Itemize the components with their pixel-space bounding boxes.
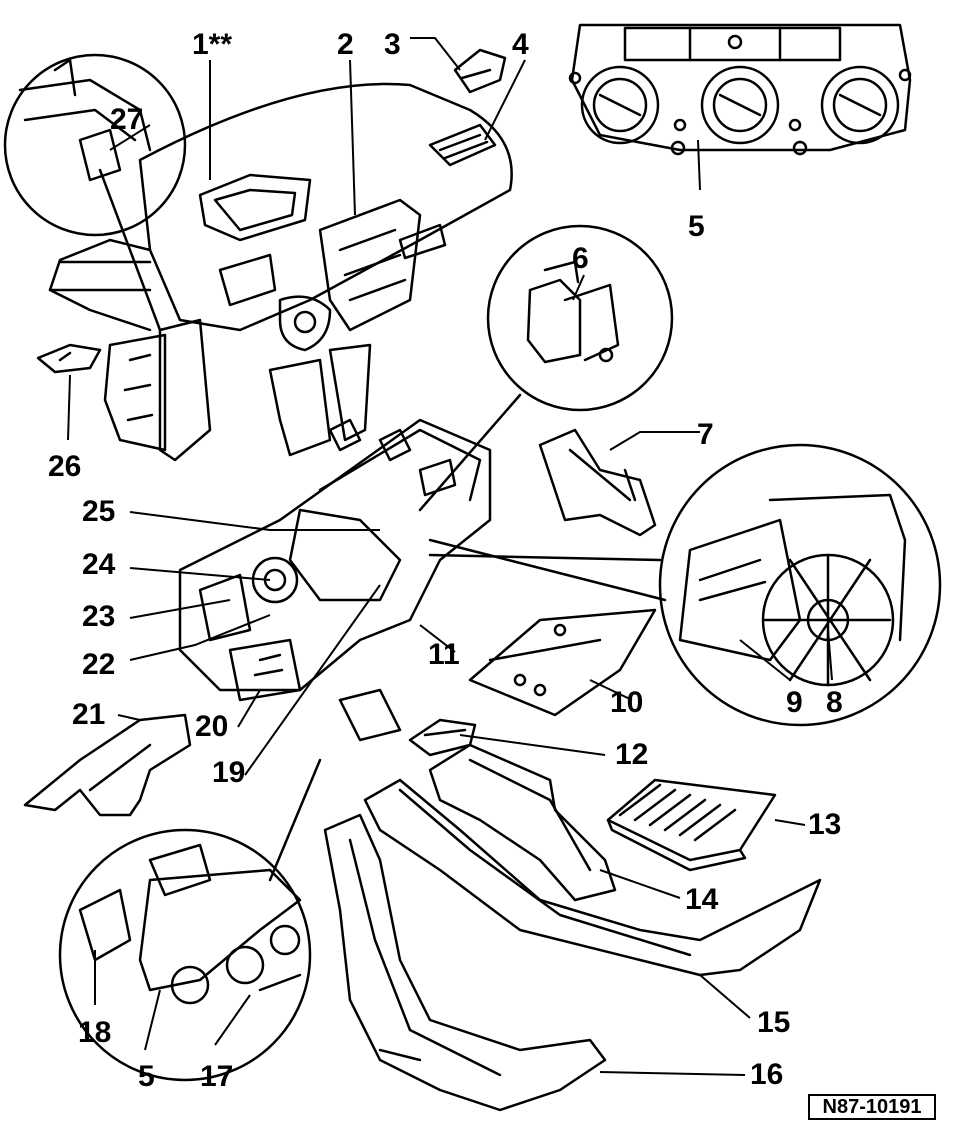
- callout-5-bottom: 5: [138, 1060, 155, 1093]
- climate-control-panel-top: [568, 23, 912, 156]
- callout-2: 2: [337, 28, 354, 61]
- callout-9: 9: [786, 686, 803, 719]
- part-12-drawing: [408, 718, 477, 757]
- callout-3: 3: [384, 28, 401, 61]
- part-7-duct: [538, 428, 657, 537]
- callout-6: 6: [572, 242, 589, 275]
- callout-19: 19: [212, 756, 246, 789]
- callout-10: 10: [610, 686, 644, 719]
- part-10-plate: [468, 608, 657, 717]
- callout-20: 20: [195, 710, 229, 743]
- part-3-drawing: [453, 48, 507, 94]
- detail-circle-27: [3, 53, 187, 332]
- detail-circle-6: [418, 224, 674, 512]
- part-14-duct: [428, 743, 617, 902]
- callout-26: 26: [48, 450, 82, 483]
- callout-5-top: 5: [688, 210, 705, 243]
- part-21-duct: [23, 713, 192, 817]
- callout-22: 22: [82, 648, 116, 681]
- callout-24: 24: [82, 548, 116, 581]
- leader-lines: [67, 37, 833, 1076]
- callout-15: 15: [757, 1006, 791, 1039]
- callout-7: 7: [697, 418, 714, 451]
- callout-4: 4: [512, 28, 529, 61]
- callout-14: 14: [685, 883, 719, 916]
- callout-8: 8: [826, 686, 843, 719]
- callout-13: 13: [808, 808, 842, 841]
- callout-17: 17: [200, 1060, 234, 1093]
- reference-code-label: N87-10191: [808, 1094, 936, 1120]
- callout-18: 18: [78, 1016, 112, 1049]
- detail-circle-blower: [428, 443, 942, 727]
- part-13-filter: [606, 778, 777, 872]
- callout-23: 23: [82, 600, 116, 633]
- part-15-duct: [363, 778, 822, 977]
- heater-unit-assembly: [178, 418, 492, 742]
- part-26-drawing: [36, 343, 102, 374]
- callout-11: 11: [428, 638, 460, 671]
- dashboard-panel-drawing: [48, 82, 513, 462]
- callout-21: 21: [72, 698, 106, 731]
- callout-1: 1**: [192, 28, 233, 61]
- part-16-duct: [323, 813, 607, 1112]
- callout-12: 12: [615, 738, 649, 771]
- callout-25: 25: [82, 495, 116, 528]
- detail-circle-control-unit: [58, 758, 322, 1082]
- callout-27: 27: [110, 103, 144, 136]
- callout-16: 16: [750, 1058, 784, 1091]
